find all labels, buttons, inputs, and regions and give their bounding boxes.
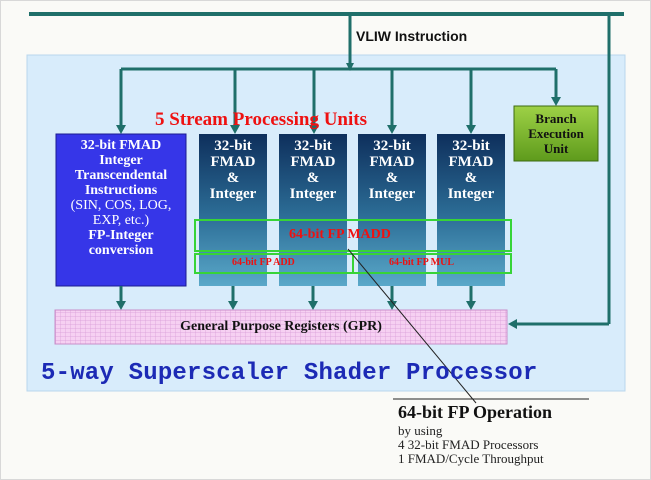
- operation-line-3: 1 FMAD/Cycle Throughput: [398, 451, 544, 466]
- complex-unit-box: [55, 133, 187, 287]
- branch-unit-label: Branch Execution Unit: [528, 111, 584, 156]
- vliw-bus: [29, 12, 624, 326]
- fp-add-label: 64-bit FP ADD: [232, 257, 295, 268]
- stream-unit-box-3: [358, 134, 426, 286]
- stream-unit-box-4: [437, 134, 505, 286]
- processor-title: 5-way Superscaler Shader Processor: [41, 360, 538, 387]
- complex-unit-label: 32-bit FMAD Integer Transcendental Instr…: [70, 138, 172, 258]
- stream-units-title: 5 Stream Processing Units: [155, 109, 367, 130]
- stream-unit-box-2: [279, 134, 347, 286]
- operation-line-1: by using: [398, 423, 443, 438]
- fp-mul-label: 64-bit FP MUL: [389, 257, 454, 268]
- bus-arrows: [116, 63, 561, 329]
- stream-unit-box-1: [199, 134, 267, 286]
- fp-madd-label: 64-bit FP MADD: [289, 227, 391, 242]
- gpr-arrowheads: [116, 301, 476, 310]
- fp-madd-highlight: [194, 219, 512, 252]
- gpr-label: General Purpose Registers (GPR): [180, 319, 382, 334]
- callout-line: [347, 248, 477, 404]
- gpr-bar: [54, 309, 508, 345]
- branch-unit-box: [513, 105, 599, 162]
- operation-title: 64-bit FP Operation: [398, 402, 552, 422]
- operation-line-2: 4 32-bit FMAD Processors: [398, 437, 539, 452]
- vliw-instruction-label: VLIW Instruction: [356, 28, 468, 44]
- gpr-arrows: [119, 286, 473, 303]
